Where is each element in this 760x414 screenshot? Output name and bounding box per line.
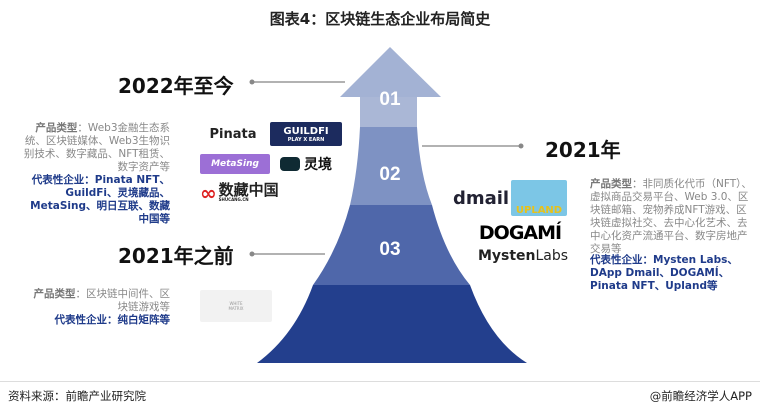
page-title: 图表4：区块链生态企业布局简史 xyxy=(269,10,491,28)
band-1 xyxy=(360,97,417,127)
band-3 xyxy=(313,205,470,285)
stage-number-03: 03 xyxy=(379,239,400,260)
stage-number-02: 02 xyxy=(379,164,400,185)
stage-02-companies: 代表性企业：Mysten Labs、DApp Dmail、DOGAMÍ、Pina… xyxy=(590,254,738,292)
stage-number-01: 01 xyxy=(379,89,401,110)
stage-03-products: 产品类型：区块链中间件、区块链游戏等 xyxy=(33,288,171,313)
band-2 xyxy=(350,127,432,205)
year-2022-present: 2022年至今 xyxy=(118,74,234,98)
source-note: 资料来源：前瞻产业研究院 xyxy=(8,389,146,403)
year-before-2021: 2021年之前 xyxy=(118,244,234,268)
logo-metasing: MetaSing xyxy=(200,154,270,174)
stage-02-products: 产品类型：非同质化代币（NFT）、虚拟商品交易平台、Web 3.0、区块链邮箱、… xyxy=(590,178,752,255)
year-2021: 2021年 xyxy=(545,138,621,162)
logo-dmail: dmail xyxy=(452,187,510,209)
footer-divider xyxy=(0,381,760,382)
brand-credit: @前瞻经济学人APP xyxy=(649,389,752,403)
stage-01-companies: 代表性企业：Pinata NFT、GuildFi、灵境藏品、MetaSing、明… xyxy=(30,174,170,225)
band-4 xyxy=(257,285,527,363)
logo-pinata: Pinata xyxy=(209,126,257,142)
logo-upland: UPLAND xyxy=(511,180,567,216)
logo-dogami: DOGAMÍ xyxy=(478,222,562,244)
arrow-head xyxy=(340,47,441,97)
stage-01-products: 产品类型：Web3金融生态系统、区块链媒体、Web3生物识别技术、数字藏品、NF… xyxy=(23,122,170,173)
stage-03-companies: 代表性企业：纯白矩阵等 xyxy=(54,314,171,326)
logo-lingjing: 灵境 xyxy=(275,152,337,176)
